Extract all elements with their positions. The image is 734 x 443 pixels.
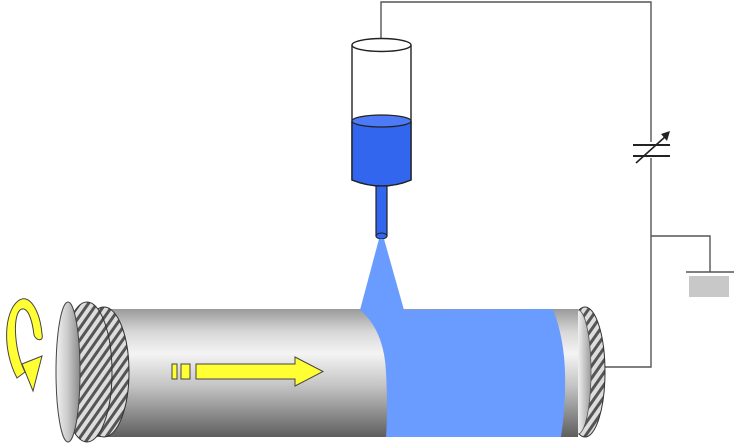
- needle-icon: [375, 185, 388, 240]
- mat-icon: [360, 309, 566, 437]
- wire-source-to-drum: [605, 158, 652, 368]
- drum-left-face: [55, 301, 81, 443]
- right-arrow-icon: [171, 356, 325, 387]
- ground-icon: [686, 271, 734, 297]
- curved-arrow-icon: [6, 298, 43, 393]
- wire-needle-to-source: [380, 1, 652, 142]
- cone-icon: [360, 239, 404, 310]
- variable-capacitor-icon: [633, 131, 670, 164]
- syringe-icon: [351, 37, 412, 187]
- wire-to-ground: [651, 235, 711, 272]
